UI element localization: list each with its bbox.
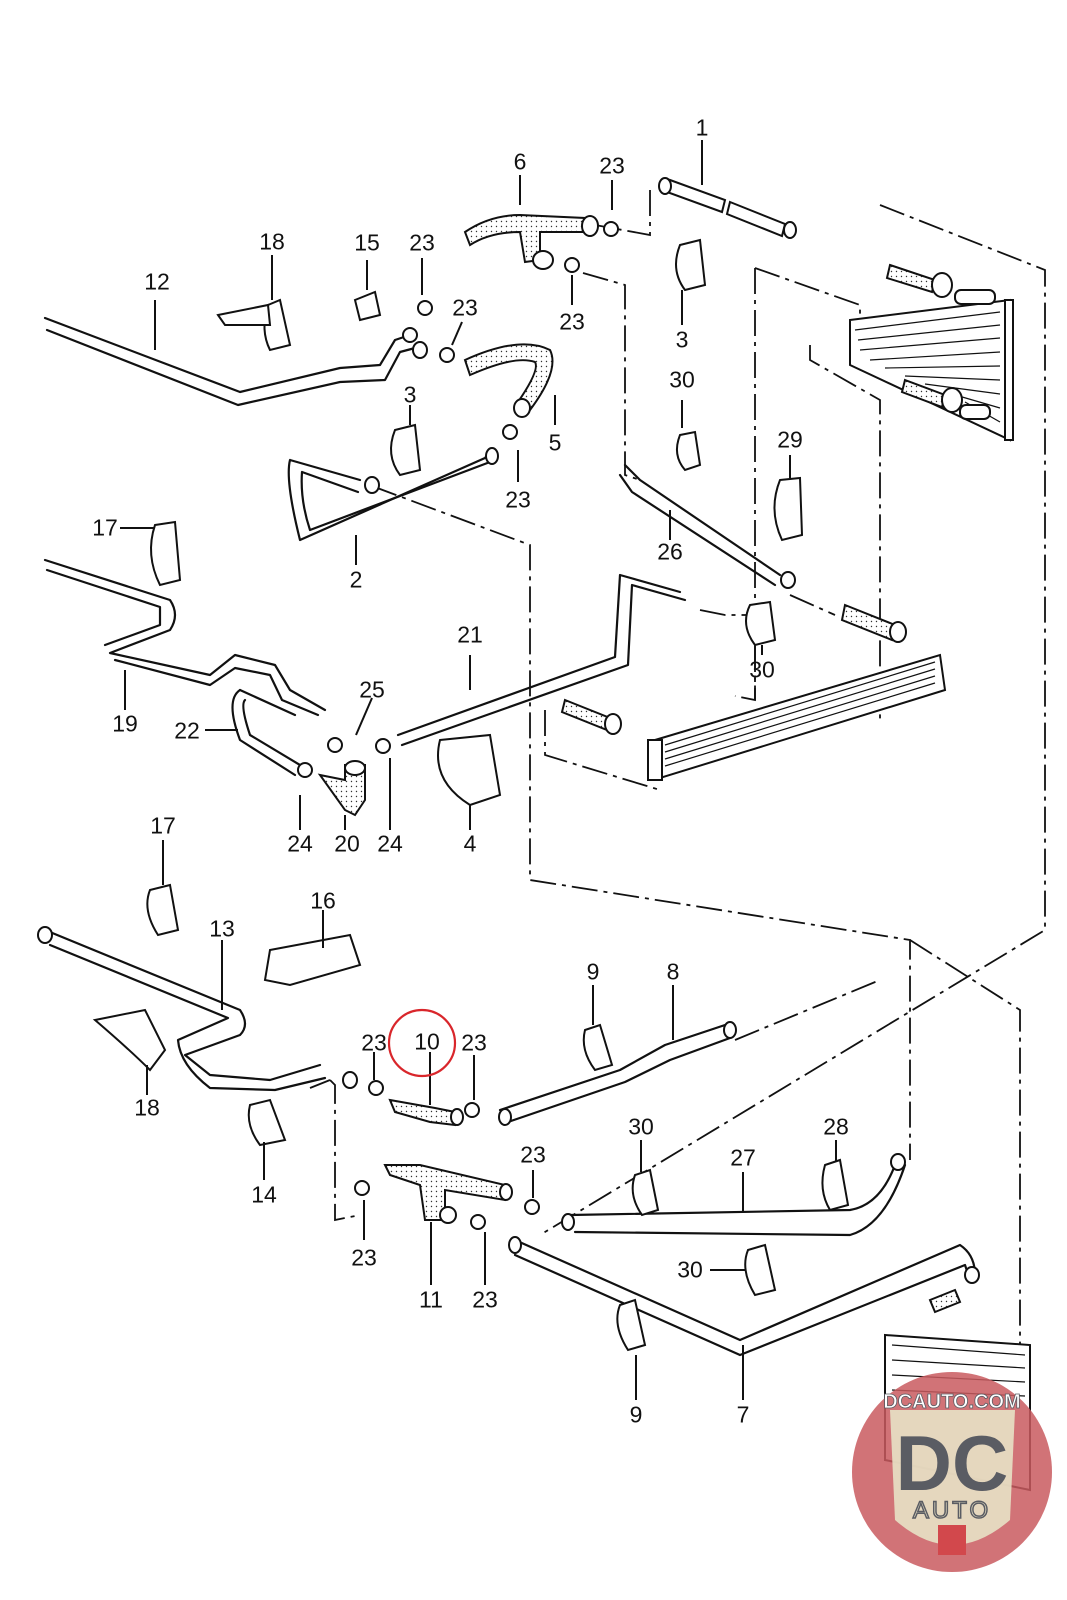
part-22-hose — [231, 688, 302, 777]
part-26-pipe — [618, 463, 796, 589]
part-1-pipe — [658, 177, 797, 239]
callout-25[interactable]: 25 — [359, 676, 385, 703]
callout-23[interactable]: 23 — [472, 1286, 498, 1313]
callout-23[interactable]: 23 — [559, 308, 585, 335]
callout-30[interactable]: 30 — [677, 1256, 703, 1283]
part-21-pipe — [396, 573, 687, 747]
callout-29[interactable]: 29 — [777, 426, 803, 453]
callout-9[interactable]: 9 — [629, 1401, 643, 1428]
part-5-hose — [463, 343, 554, 418]
callout-14[interactable]: 14 — [251, 1181, 277, 1208]
callout-27[interactable]: 27 — [730, 1144, 756, 1171]
callout-4[interactable]: 4 — [463, 830, 477, 857]
watermark-accent — [938, 1525, 966, 1555]
part-12-pipe — [43, 316, 428, 407]
callout-8[interactable]: 8 — [666, 958, 680, 985]
callout-26[interactable]: 26 — [657, 538, 683, 565]
callout-1[interactable]: 1 — [695, 114, 709, 141]
watermark-site: DCAUTO.COM — [883, 1391, 1020, 1413]
callout-16[interactable]: 16 — [310, 887, 336, 914]
radiator-upper — [849, 263, 1014, 442]
watermark-brand-bottom: AUTO — [913, 1497, 991, 1524]
callout-11[interactable]: 11 — [419, 1286, 443, 1313]
part-8-pipe — [498, 1021, 737, 1126]
dc-auto-watermark-logo: DCAUTO.COM DC AUTO — [852, 1372, 1052, 1572]
callout-23[interactable]: 23 — [520, 1141, 546, 1168]
callout-17[interactable]: 17 — [150, 812, 176, 839]
part-6-hose — [463, 213, 599, 270]
callout-10-highlighted[interactable]: 10 — [414, 1028, 440, 1055]
callout-9[interactable]: 9 — [586, 958, 600, 985]
watermark-brand-top: DC — [896, 1419, 1009, 1507]
callout-24[interactable]: 24 — [287, 830, 313, 857]
callout-6[interactable]: 6 — [513, 148, 527, 175]
callout-19[interactable]: 19 — [112, 710, 138, 737]
callout-5[interactable]: 5 — [548, 429, 562, 456]
callout-23[interactable]: 23 — [461, 1029, 487, 1056]
callout-23[interactable]: 23 — [361, 1029, 387, 1056]
part-20-fitting — [317, 760, 366, 817]
part-19-pipe — [43, 558, 327, 717]
callout-7[interactable]: 7 — [736, 1401, 750, 1428]
leader-lines — [120, 140, 837, 1400]
callout-24[interactable]: 24 — [377, 830, 403, 857]
callout-22[interactable]: 22 — [174, 717, 200, 744]
callout-12[interactable]: 12 — [144, 268, 170, 295]
callout-2[interactable]: 2 — [349, 566, 363, 593]
callout-15[interactable]: 15 — [354, 229, 380, 256]
part-10-hose — [342, 1071, 464, 1127]
callout-20[interactable]: 20 — [334, 830, 360, 857]
callout-23[interactable]: 23 — [351, 1244, 377, 1271]
highlight-circle-part-10 — [387, 1008, 457, 1078]
callout-30[interactable]: 30 — [749, 656, 775, 683]
callout-23[interactable]: 23 — [505, 486, 531, 513]
callout-23[interactable]: 23 — [599, 152, 625, 179]
callout-3[interactable]: 3 — [675, 326, 689, 353]
callout-28[interactable]: 28 — [823, 1113, 849, 1140]
callout-17[interactable]: 17 — [92, 514, 118, 541]
assembly-guide-lines — [309, 190, 1046, 1345]
callout-3[interactable]: 3 — [403, 381, 417, 408]
radiator-middle — [560, 603, 947, 781]
callout-18[interactable]: 18 — [134, 1094, 160, 1121]
callout-30[interactable]: 30 — [669, 366, 695, 393]
part-2-pipe — [287, 447, 499, 542]
callout-18[interactable]: 18 — [259, 228, 285, 255]
part-11-hose — [383, 1164, 513, 1224]
callout-30[interactable]: 30 — [628, 1113, 654, 1140]
callout-21[interactable]: 21 — [457, 621, 483, 648]
clamps-and-brackets — [92, 221, 850, 1352]
callout-23[interactable]: 23 — [409, 229, 435, 256]
part-13-pipe — [37, 926, 327, 1092]
callout-13[interactable]: 13 — [209, 915, 235, 942]
callout-23[interactable]: 23 — [452, 294, 478, 321]
part-27-pipe — [561, 1153, 907, 1237]
